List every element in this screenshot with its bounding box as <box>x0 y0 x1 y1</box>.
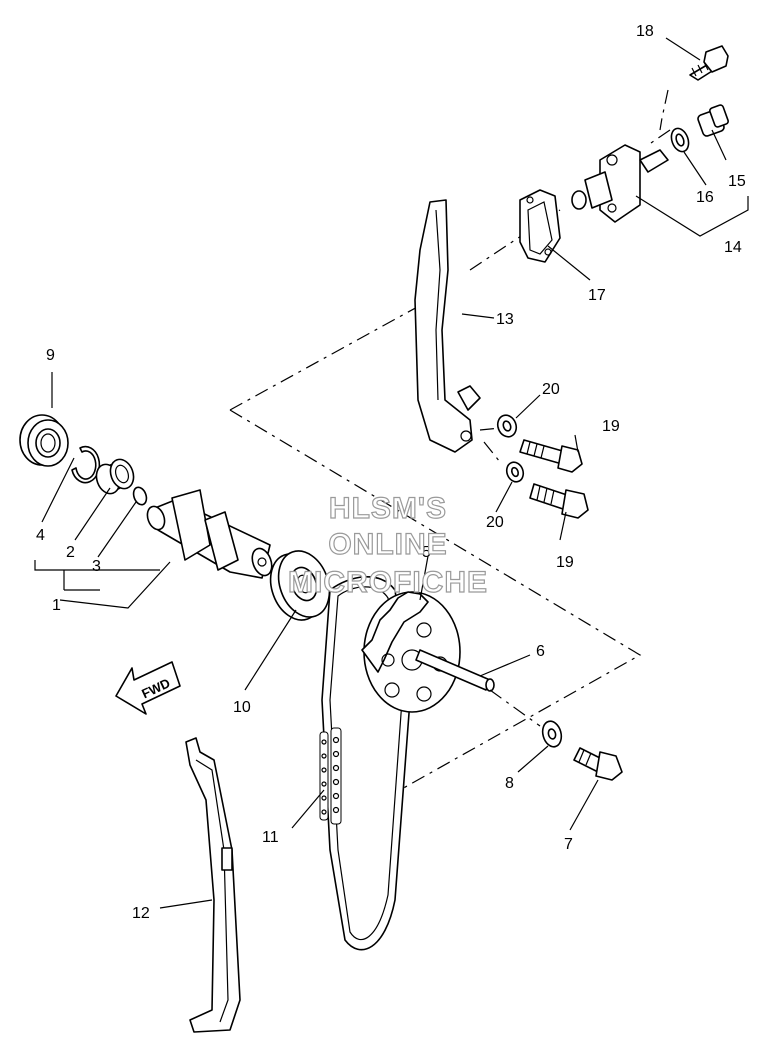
callout-19-top: 19 <box>602 418 620 435</box>
watermark-line-1: HLSM'S <box>329 492 447 525</box>
callout-20-bottom: 20 <box>486 514 504 531</box>
bolt-19a <box>519 439 583 473</box>
dowel-pin-6 <box>415 649 495 692</box>
washer-20b <box>505 461 525 483</box>
watermark-line-3: MICROFICHE <box>288 566 488 599</box>
bearing-10 <box>269 550 331 621</box>
washer-8 <box>541 720 563 748</box>
callout-12: 12 <box>132 905 150 922</box>
leader-lines <box>34 37 749 909</box>
cam-sprocket-5 <box>361 591 461 713</box>
bolt-18 <box>689 45 729 81</box>
callout-8: 8 <box>505 775 514 792</box>
callout-7: 7 <box>564 836 573 853</box>
callout-4: 4 <box>36 527 45 544</box>
callouts: 1 2 3 4 5 6 7 8 9 10 11 12 13 14 15 16 1… <box>36 23 746 922</box>
gasket-17 <box>519 189 561 263</box>
o-ring-3 <box>132 486 148 506</box>
bearing-9 <box>19 414 69 467</box>
plug-bolt-15 <box>697 104 729 137</box>
circlip-4 <box>71 445 101 484</box>
watermark: HLSM'S ONLINE MICROFICHE <box>287 491 488 599</box>
callout-13: 13 <box>496 311 514 328</box>
bolt-7 <box>573 747 623 781</box>
bolt-19b <box>529 483 589 519</box>
tensioner-14 <box>571 144 669 223</box>
callout-18: 18 <box>636 23 654 40</box>
callout-17: 17 <box>588 287 606 304</box>
callout-1: 1 <box>52 597 61 614</box>
callout-20-top: 20 <box>542 381 560 398</box>
callout-16: 16 <box>696 189 714 206</box>
washer-20a <box>496 414 518 438</box>
callout-15: 15 <box>728 173 746 190</box>
callout-19-bottom: 19 <box>556 554 574 571</box>
callout-14: 14 <box>724 239 742 256</box>
callout-2: 2 <box>66 544 75 561</box>
axis-14 <box>647 129 671 146</box>
callout-10: 10 <box>233 699 251 716</box>
callout-3: 3 <box>92 558 101 575</box>
callout-9: 9 <box>46 347 55 364</box>
tensioner-guide-13 <box>414 199 481 453</box>
chain-guide-12 <box>185 737 241 1033</box>
camshaft-1 <box>146 489 273 579</box>
axis-18 <box>659 89 669 131</box>
callout-5: 5 <box>422 544 431 561</box>
washer-16 <box>670 127 690 153</box>
callout-11: 11 <box>262 829 279 846</box>
fwd-arrow-icon: FWD <box>115 661 181 715</box>
callout-6: 6 <box>536 643 545 660</box>
axis-20 <box>479 427 501 463</box>
axis-8 <box>489 689 541 727</box>
watermark-line-2: ONLINE <box>328 528 447 561</box>
bushing-2 <box>95 458 135 495</box>
